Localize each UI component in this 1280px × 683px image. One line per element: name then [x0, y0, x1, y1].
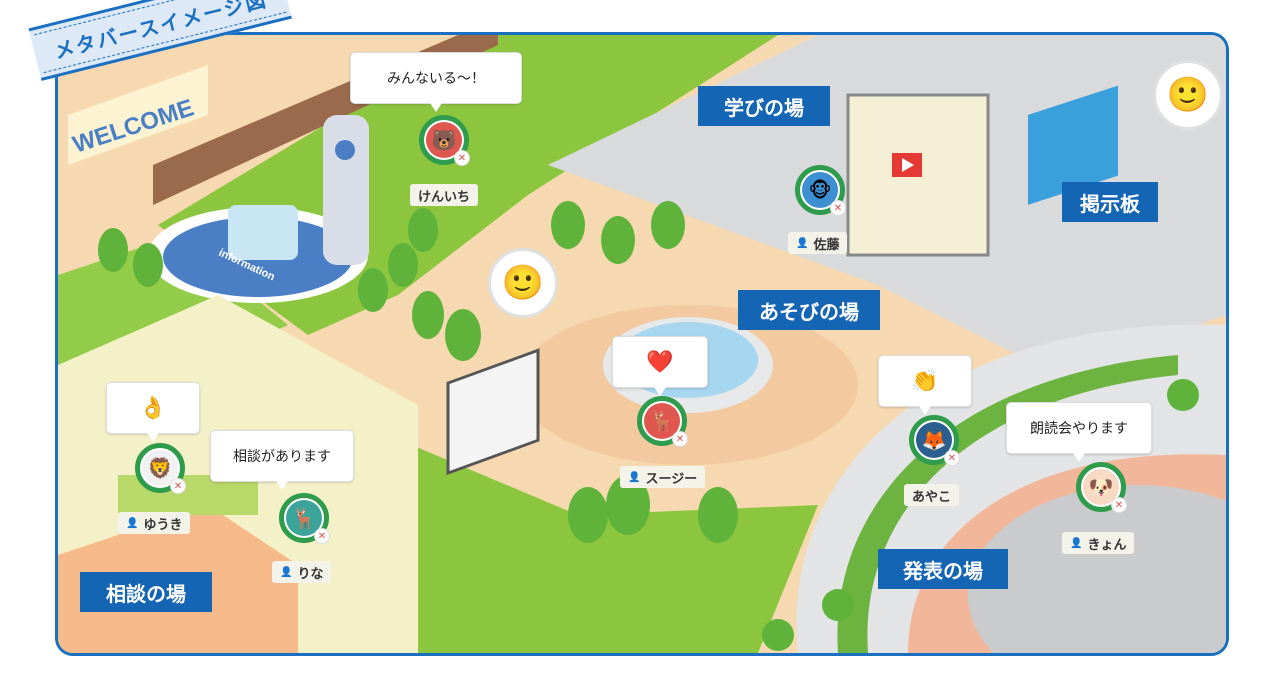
mic-off-icon: ✕: [454, 150, 470, 166]
user-icon: 👤: [796, 237, 809, 249]
grass-south: [358, 435, 818, 653]
mic-off-icon: ✕: [314, 528, 330, 544]
user-name-label: けんいち: [410, 184, 479, 206]
deer-face-icon: 🦌: [286, 500, 322, 536]
user-icon: 👤: [628, 471, 641, 483]
zone-label-consultation[interactable]: 相談の場: [80, 572, 212, 612]
user-avatar[interactable]: 🦌✕: [637, 396, 688, 447]
user-avatar[interactable]: 🦊✕: [909, 415, 960, 466]
zone-label-bulletin[interactable]: 掲示板: [1062, 182, 1158, 222]
speech-bubble: 👌: [106, 382, 200, 442]
user-name-label: 👤りな: [272, 561, 332, 583]
trees: [98, 201, 1199, 651]
signage-screen: [446, 348, 540, 476]
user-avatar[interactable]: 🦌✕: [279, 493, 330, 544]
user-name-label: 👤佐藤: [788, 232, 848, 254]
user-icon: 👤: [280, 566, 293, 578]
zone-label-play[interactable]: あそびの場: [738, 290, 880, 330]
welcome-banner: [68, 65, 208, 165]
speech-bubble: 朗読会やります: [1006, 402, 1152, 462]
zone-label-presentation[interactable]: 発表の場: [878, 549, 1008, 589]
user-name-label: あやこ: [904, 484, 960, 506]
stage: [968, 485, 1226, 653]
user-icon: 👤: [126, 517, 139, 529]
zone-label-learning[interactable]: 学びの場: [698, 86, 830, 126]
person-disc-icon: 🙂: [1153, 60, 1223, 130]
speech-bubble: ❤️: [612, 336, 708, 396]
user-name-label: 👤スージー: [620, 466, 706, 488]
bulletin-board-screen: [1028, 85, 1118, 205]
user-name-label: 👤きょん: [1062, 532, 1135, 554]
user-name-label: 👤ゆうき: [118, 512, 191, 534]
user-icon: 👤: [1070, 537, 1083, 549]
mic-off-icon: ✕: [672, 431, 688, 447]
mic-off-icon: ✕: [170, 478, 186, 494]
user-avatar[interactable]: 🐻✕: [419, 115, 470, 166]
info-pillar: [323, 115, 369, 265]
info-icon: [335, 140, 355, 160]
user-avatar[interactable]: 🦁✕: [135, 443, 186, 494]
person-disc-icon: 🙂: [488, 248, 558, 318]
mic-off-icon: ✕: [830, 200, 846, 216]
user-avatar[interactable]: 🐵✕: [795, 165, 846, 216]
mic-off-icon: ✕: [944, 450, 960, 466]
info-desk: [228, 205, 298, 260]
user-avatar[interactable]: 🐶✕: [1076, 462, 1127, 513]
speech-bubble: 相談があります: [210, 430, 354, 490]
speech-bubble: みんないる〜！: [350, 52, 522, 112]
mic-off-icon: ✕: [1111, 497, 1127, 513]
lion-face-icon: 🦁: [142, 450, 178, 486]
speech-bubble: 👏: [878, 355, 972, 415]
